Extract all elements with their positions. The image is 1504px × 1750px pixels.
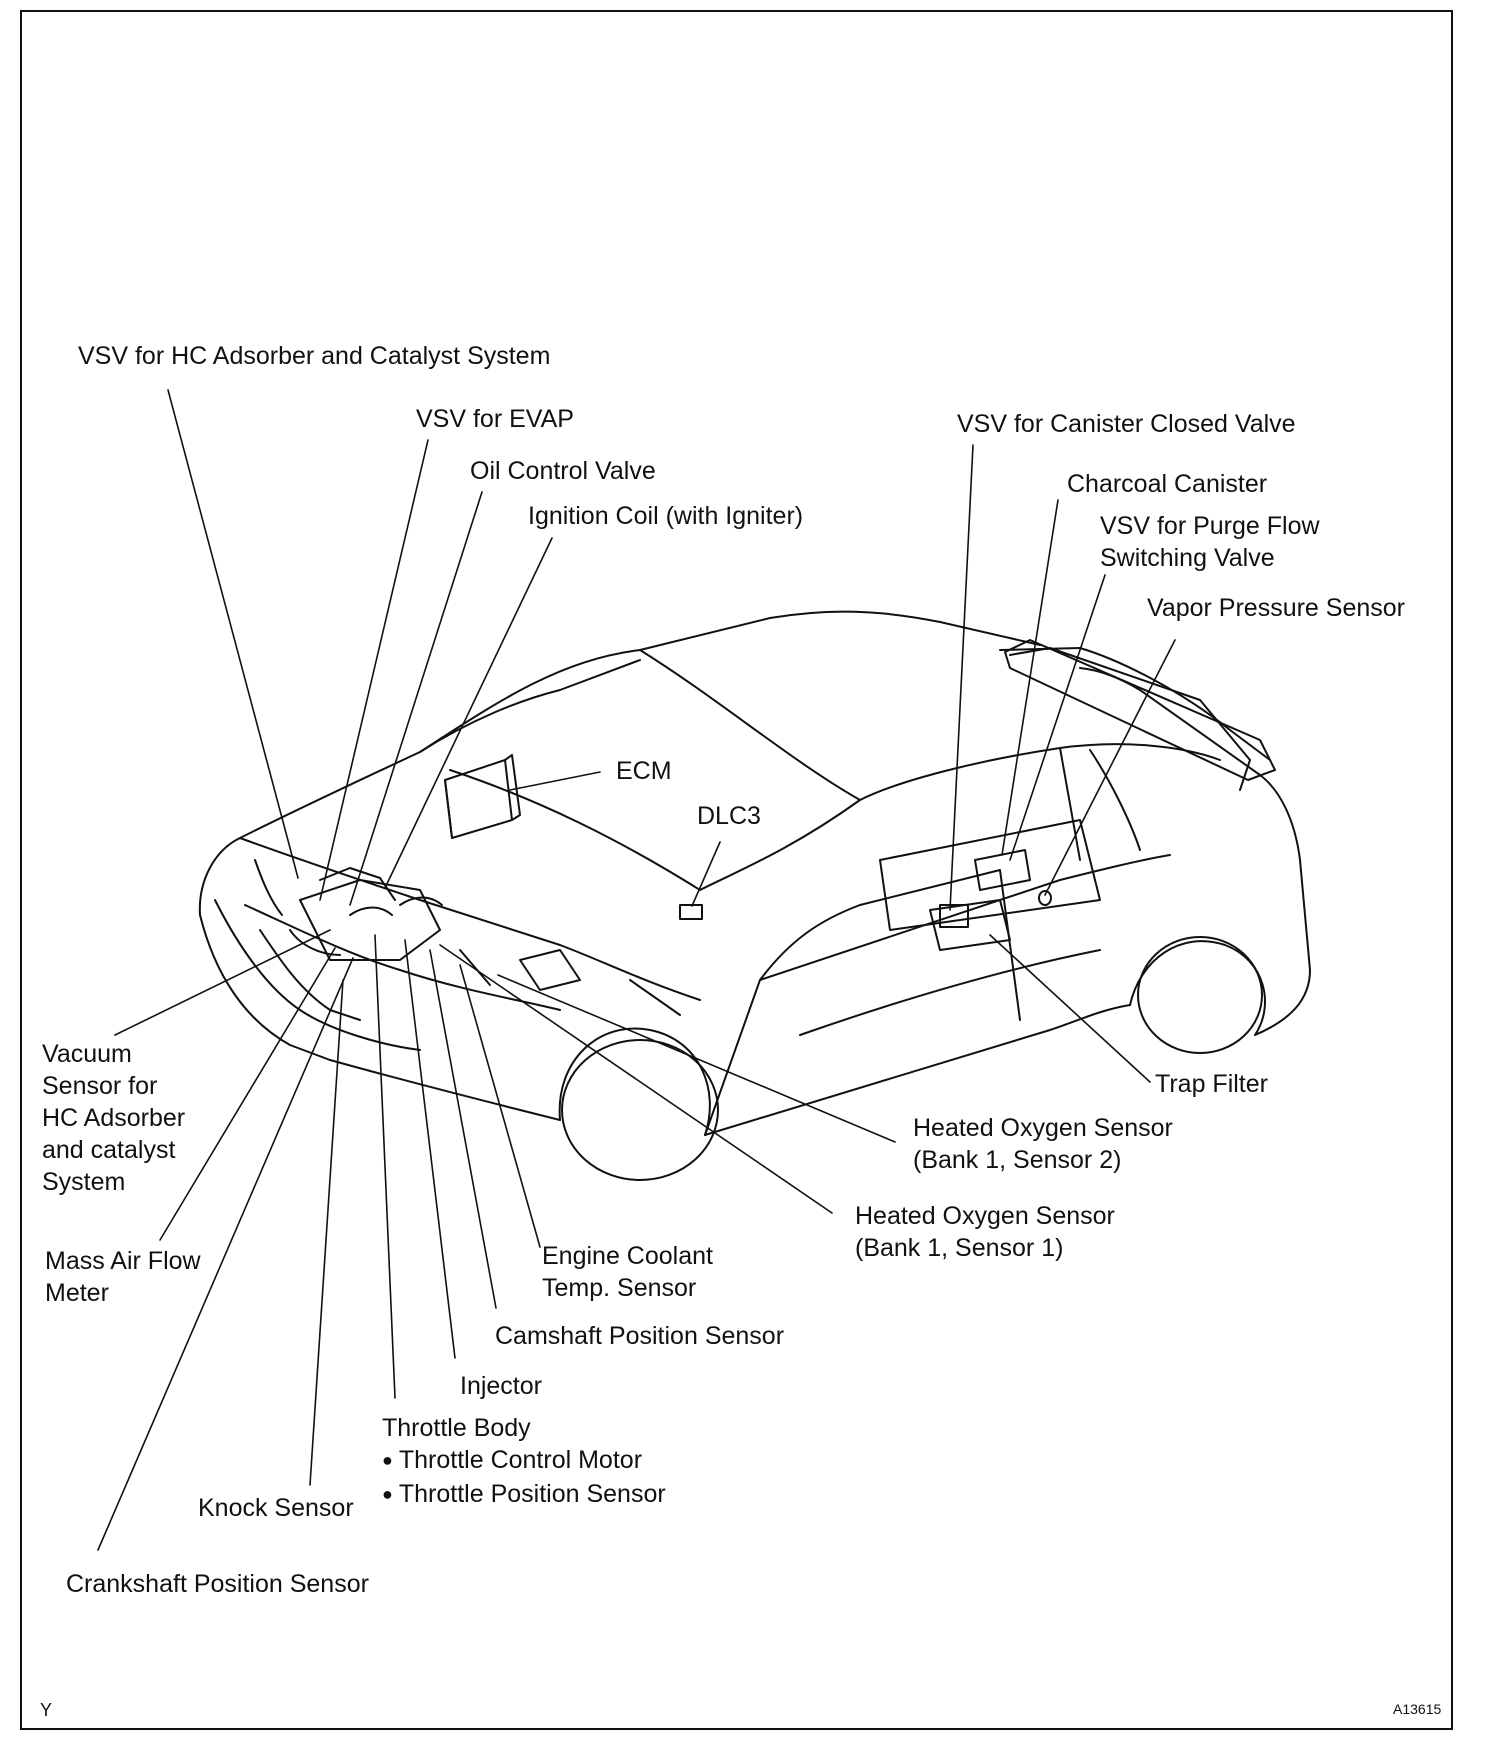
label-ho2s-bank1-sensor2-line-2: (Bank 1, Sensor 2)	[913, 1146, 1122, 1174]
label-ho2s-bank1-sensor1-line-2: (Bank 1, Sensor 1)	[855, 1234, 1064, 1262]
label-mass-air-flow-line-1: Mass Air Flow	[45, 1247, 201, 1275]
label-ignition-coil: Ignition Coil (with Igniter)	[528, 502, 804, 530]
label-ho2s-bank1-sensor1-line-1: Heated Oxygen Sensor	[855, 1202, 1115, 1230]
label-throttle-body: Throttle Body Throttle Control Motor Thr…	[382, 1412, 666, 1512]
label-vacuum-sensor-line-3: HC Adsorber	[42, 1104, 186, 1132]
label-oil-control-valve: Oil Control Valve	[470, 457, 656, 485]
label-throttle-position-sensor: Throttle Position Sensor	[382, 1478, 666, 1512]
label-engine-coolant-temp-sensor: Engine Coolant Temp. Sensor	[542, 1240, 713, 1304]
label-trap-filter: Trap Filter	[1155, 1070, 1268, 1098]
footer-left-mark: Y	[40, 1700, 53, 1720]
label-throttle-control-motor: Throttle Control Motor	[382, 1444, 666, 1478]
label-crankshaft-position-sensor: Crankshaft Position Sensor	[66, 1570, 369, 1598]
label-mass-air-flow-line-2: Meter	[45, 1279, 109, 1307]
label-vsv-canister-closed: VSV for Canister Closed Valve	[957, 410, 1296, 438]
label-charcoal-canister: Charcoal Canister	[1067, 470, 1268, 498]
label-injector: Injector	[460, 1372, 542, 1400]
label-knock-sensor: Knock Sensor	[198, 1494, 354, 1522]
car-outline	[198, 610, 1311, 1181]
label-throttle-body-title: Throttle Body	[382, 1414, 531, 1442]
label-camshaft-position-sensor: Camshaft Position Sensor	[495, 1322, 785, 1350]
leader-lines	[97, 389, 1176, 1551]
label-vsv-hc-adsorber: VSV for HC Adsorber and Catalyst System	[78, 342, 551, 370]
label-vacuum-sensor-line-2: Sensor for	[42, 1072, 158, 1100]
label-vacuum-sensor-line-1: Vacuum	[42, 1040, 132, 1068]
label-vsv-purge-flow: VSV for Purge Flow Switching Valve	[1100, 510, 1320, 574]
label-mass-air-flow: Mass Air Flow Meter	[45, 1245, 201, 1309]
label-ho2s-bank1-sensor2-line-1: Heated Oxygen Sensor	[913, 1114, 1173, 1142]
label-vacuum-sensor-line-4: and catalyst	[42, 1136, 176, 1164]
label-dlc3: DLC3	[697, 802, 761, 830]
label-engine-coolant-line-1: Engine Coolant	[542, 1242, 713, 1270]
figure-id: A13615	[1393, 1701, 1442, 1717]
label-vapor-pressure-sensor: Vapor Pressure Sensor	[1147, 594, 1405, 622]
label-ho2s-bank1-sensor1: Heated Oxygen Sensor (Bank 1, Sensor 1)	[855, 1200, 1115, 1264]
label-ecm: ECM	[616, 757, 672, 785]
label-engine-coolant-line-2: Temp. Sensor	[542, 1274, 697, 1302]
label-vacuum-sensor-line-5: System	[42, 1168, 126, 1196]
figure-frame	[20, 10, 1453, 1730]
label-vsv-purge-flow-line-1: VSV for Purge Flow	[1100, 512, 1320, 540]
label-vsv-evap: VSV for EVAP	[416, 405, 574, 433]
label-ho2s-bank1-sensor2: Heated Oxygen Sensor (Bank 1, Sensor 2)	[913, 1112, 1173, 1176]
label-vacuum-sensor: Vacuum Sensor for HC Adsorber and cataly…	[42, 1038, 185, 1198]
label-vsv-purge-flow-line-2: Switching Valve	[1100, 544, 1275, 572]
